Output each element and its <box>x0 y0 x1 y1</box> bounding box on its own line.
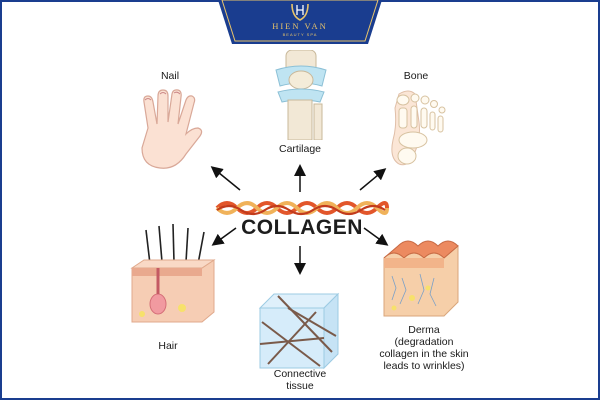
logo: HIEN VAN BEAUTY SPA <box>218 0 382 44</box>
logo-subtitle: BEAUTY SPA <box>282 32 318 37</box>
label-cartilage: Cartilage <box>278 143 322 155</box>
label-hair: Hair <box>158 340 178 352</box>
hand-icon <box>141 89 203 169</box>
arrow-derma <box>363 227 389 246</box>
label-bone: Bone <box>403 70 429 82</box>
center-title: COLLAGEN <box>241 216 363 239</box>
logo-mark-icon <box>291 3 309 21</box>
collagen-fiber-icon <box>215 201 389 216</box>
label-derma: Derma (degradation collagen in the skin … <box>379 324 469 372</box>
logo-text: HIEN VAN <box>272 21 328 31</box>
arrow-hair <box>211 227 237 246</box>
connective-tissue-icon <box>258 292 340 370</box>
logo-banner <box>218 0 382 44</box>
foot-bone-icon <box>391 90 446 166</box>
arrow-nail <box>210 166 241 191</box>
knee-joint-icon <box>275 50 327 140</box>
label-nail: Nail <box>160 70 180 82</box>
label-connective: Connective tissue <box>273 368 327 392</box>
hair-follicle-icon <box>130 223 216 323</box>
arrow-bone <box>359 168 387 191</box>
skin-layer-icon <box>383 240 459 317</box>
